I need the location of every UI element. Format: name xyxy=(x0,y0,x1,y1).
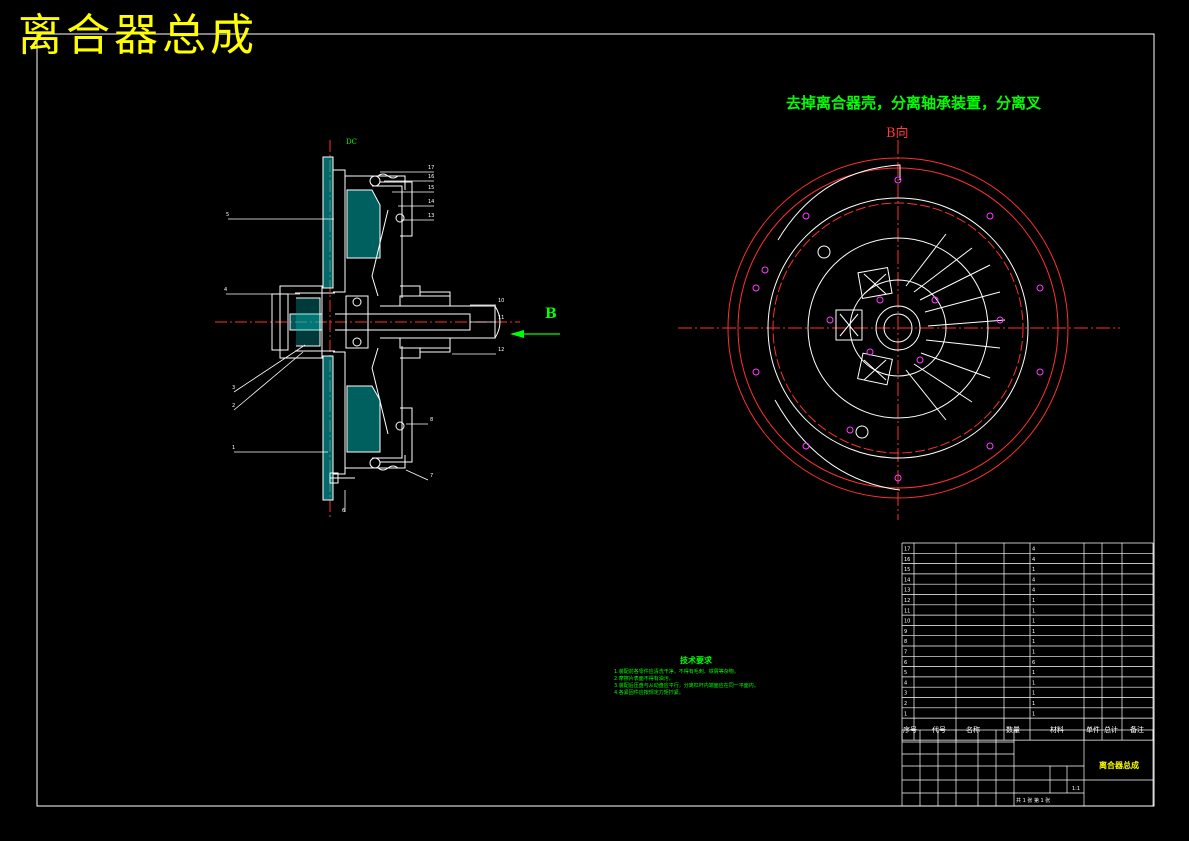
bom-row-index: 17 xyxy=(904,547,910,553)
bom-row-quantity: 1 xyxy=(1032,639,1035,645)
leader-number: 15 xyxy=(428,185,435,191)
bom-row-index: 15 xyxy=(904,567,910,573)
bom-row-index: 12 xyxy=(904,598,910,604)
bom-row-index: 1 xyxy=(904,711,907,717)
bom-row-quantity: 1 xyxy=(1032,711,1035,717)
tech-requirement-item: 4.各紧固件应按规定力矩拧紧。 xyxy=(614,690,684,696)
leader-number: 4 xyxy=(224,287,228,293)
drawing-title: 离合器总成 xyxy=(18,10,258,61)
bom-row-index: 11 xyxy=(904,608,910,614)
leader-number: 2 xyxy=(232,403,236,409)
bom-row-quantity: 1 xyxy=(1032,680,1035,686)
bom-row-quantity: 6 xyxy=(1032,660,1035,666)
bom-row-index: 9 xyxy=(904,629,907,635)
leader-number: 12 xyxy=(498,347,505,353)
bom-header-cell: 材料 xyxy=(1050,725,1064,734)
title-block-grid xyxy=(901,729,1154,807)
leader-number: 8 xyxy=(430,417,434,423)
bom-row-index: 8 xyxy=(904,639,907,645)
section-mark: DC xyxy=(346,138,357,146)
bom-row-index: 7 xyxy=(904,650,907,656)
bom-row-index: 4 xyxy=(904,680,907,686)
bom-row-index: 6 xyxy=(904,660,907,666)
view-note: 去掉离合器壳，分离轴承装置，分离叉 xyxy=(786,94,1042,112)
bom-header-cell: 数量 xyxy=(1006,725,1020,734)
bom-header-cell: 序号 xyxy=(903,725,917,734)
leader-number: 7 xyxy=(430,473,434,479)
title-block-sheet: 共 1 张 第 1 张 xyxy=(1016,798,1051,804)
bom-row-index: 3 xyxy=(904,691,907,697)
leader-number: 16 xyxy=(428,174,435,180)
leader-number: 11 xyxy=(498,315,505,321)
bom-row-quantity: 1 xyxy=(1032,608,1035,614)
leader-number: 3 xyxy=(232,385,236,391)
bom-row-quantity: 4 xyxy=(1032,547,1035,553)
tech-requirement-item: 1.装配前各零件应清洗干净，不得有毛刺、铁屑等杂物。 xyxy=(614,669,739,675)
bom-row-index: 5 xyxy=(904,670,907,676)
bom-row-quantity: 4 xyxy=(1032,577,1035,583)
leader-number: 10 xyxy=(498,298,505,304)
drawing-border xyxy=(36,33,1155,807)
arrow-label: B xyxy=(545,306,557,322)
bom-row-index: 14 xyxy=(904,577,910,583)
leader-number: 5 xyxy=(226,212,230,218)
view-direction-label: B向 xyxy=(886,126,909,141)
leaders-left xyxy=(226,218,346,512)
bom-row-quantity: 1 xyxy=(1032,650,1035,656)
leaders-right xyxy=(380,171,496,481)
bom-row-quantity: 1 xyxy=(1032,598,1035,604)
view-arrow-b xyxy=(510,330,560,338)
bom-row-index: 2 xyxy=(904,701,907,707)
leader-number: 14 xyxy=(428,199,435,205)
tech-requirement-item: 3.装配后压盘与从动盘应平行，分离杠杆内端面应在同一平面内。 xyxy=(614,683,759,689)
bom-header-cell: 名称 xyxy=(966,725,980,734)
bom-row-index: 16 xyxy=(904,557,910,563)
bom-row-index: 10 xyxy=(904,619,910,625)
bom-row-index: 13 xyxy=(904,588,910,594)
tech-requirements-list: 1.装配前各零件应清洗干净，不得有毛刺、铁屑等杂物。 2.摩擦片表面不得有油污。… xyxy=(614,669,804,697)
bom-header-cell: 代号 xyxy=(932,725,946,734)
bom-row-quantity: 4 xyxy=(1032,588,1035,594)
leader-number: 17 xyxy=(428,165,435,171)
title-block-scale: 1:1 xyxy=(1071,786,1081,792)
tech-requirement-item: 2.摩擦片表面不得有油污。 xyxy=(614,676,674,682)
title-block-part-name: 离合器总成 xyxy=(1099,761,1139,770)
front-view xyxy=(678,140,1120,520)
bom-table-grid xyxy=(901,542,1154,741)
leader-number: 1 xyxy=(232,445,236,451)
bom-row-quantity: 1 xyxy=(1032,629,1035,635)
bom-row-quantity: 1 xyxy=(1032,691,1035,697)
bom-row-quantity: 1 xyxy=(1032,670,1035,676)
bom-header-cell: 备注 xyxy=(1130,725,1144,734)
bom-row-quantity: 1 xyxy=(1032,619,1035,625)
leader-number: 13 xyxy=(428,213,435,219)
bom-header-cell: 单件 xyxy=(1086,725,1100,734)
section-view xyxy=(215,140,520,518)
tech-requirements-title: 技术要求 xyxy=(680,656,712,665)
bom-row-quantity: 4 xyxy=(1032,557,1035,563)
bom-header-cell: 总计 xyxy=(1104,725,1118,734)
bom-row-quantity: 1 xyxy=(1032,701,1035,707)
bom-row-quantity: 1 xyxy=(1032,567,1035,573)
leader-number: 6 xyxy=(342,508,346,514)
